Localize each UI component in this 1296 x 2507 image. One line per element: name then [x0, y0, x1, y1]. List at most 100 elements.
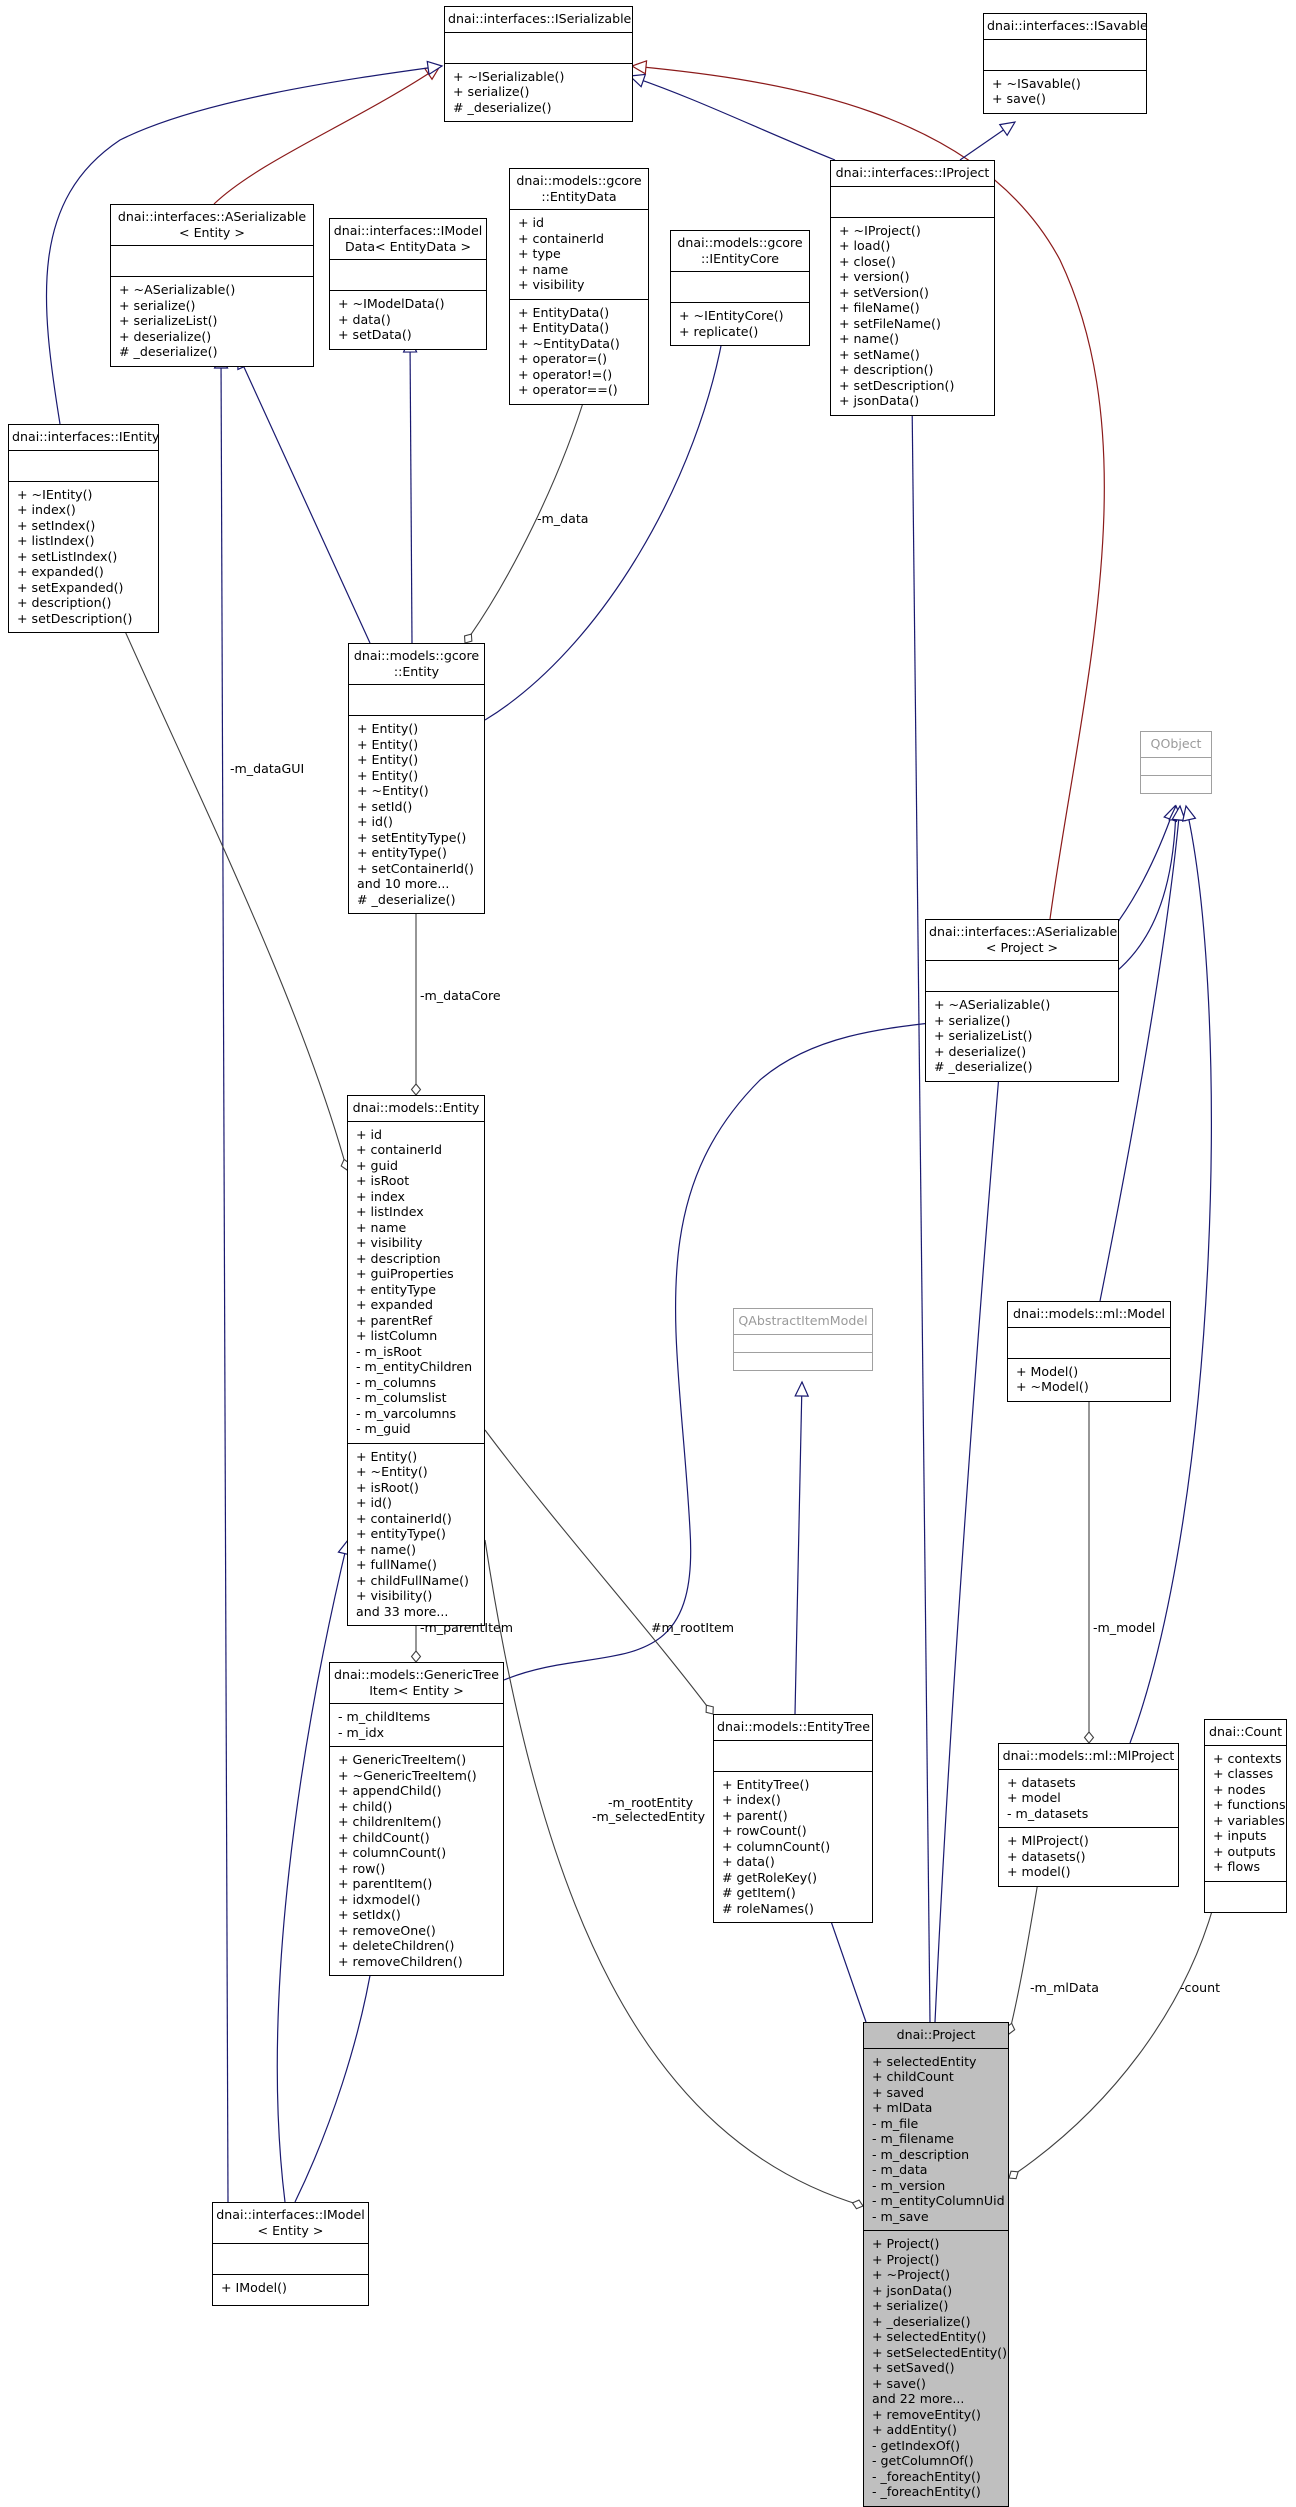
member-attribute: + listIndex: [356, 1204, 424, 1219]
class-title-line: < Project >: [985, 939, 1059, 955]
edge-iproject-to-isavable-head: [998, 121, 1017, 137]
member-method: + columnCount(): [338, 1845, 447, 1860]
edge-gcore-entity-to-aserializable-entity: [237, 353, 371, 644]
class-qabstractitemmodel[interactable]: QAbstractItemModel: [733, 1308, 873, 1371]
attribute-section: [9, 449, 158, 481]
member-method: + setId(): [357, 798, 413, 814]
member-method: + data(): [722, 1854, 775, 1869]
class-gcore-entitydata[interactable]: dnai::models::gcore::EntityData+ id+ con…: [509, 168, 649, 405]
edge-ml-model-to-qobject: [1099, 805, 1181, 1302]
class-title: dnai::interfaces::ASerializable< Entity …: [111, 205, 313, 245]
class-title-line: dnai::interfaces::IEntity: [12, 429, 160, 444]
method-section: + ~IProject()+ load()+ close()+ version(…: [831, 216, 994, 415]
member-method: + Entity(): [357, 767, 419, 783]
class-gcore-entity[interactable]: dnai::models::gcore::Entity+ Entity()+ E…: [348, 643, 485, 914]
member-attribute: - m_datasets: [1007, 1805, 1089, 1821]
member-method: + ~ASerializable(): [934, 997, 1051, 1012]
member-attribute: + contexts: [1213, 1750, 1282, 1766]
attribute-section: [984, 38, 1146, 70]
class-title-line: dnai::Count: [1208, 1724, 1283, 1739]
attribute-section: [349, 684, 484, 715]
member-method: + parent(): [722, 1807, 788, 1823]
method-section: + EntityData()+ EntityData()+ ~EntityDat…: [510, 298, 648, 404]
edge-label-m-data: -m_data: [537, 511, 589, 526]
class-entitytree[interactable]: dnai::models::EntityTree+ EntityTree()+ …: [713, 1714, 873, 1923]
class-title: dnai::Count: [1205, 1720, 1286, 1745]
member-method: + ~ISerializable(): [453, 68, 565, 84]
member-method: + serialize(): [934, 1012, 1011, 1028]
class-aserializable-entity[interactable]: dnai::interfaces::ASerializable< Entity …: [110, 204, 314, 367]
member-method: # _deserialize(): [934, 1059, 1033, 1074]
method-section: [1141, 774, 1211, 793]
edge-models-entity-to-entitytree-diamond: [705, 1704, 714, 1715]
member-method: + serialize(): [119, 297, 196, 313]
class-count[interactable]: dnai::Count+ contexts+ classes+ nodes+ f…: [1204, 1719, 1287, 1913]
member-method: + setVersion(): [839, 284, 929, 300]
member-method: + ~GenericTreeItem(): [338, 1767, 477, 1783]
class-title-line: dnai::interfaces::ASerializable: [117, 209, 307, 224]
class-project[interactable]: dnai::Project+ selectedEntity+ childCoun…: [863, 2022, 1009, 2507]
member-attribute: - m_version: [872, 2177, 946, 2193]
member-method: + deleteChildren(): [338, 1938, 455, 1953]
member-attribute: + visibility: [518, 277, 585, 292]
class-qobject[interactable]: QObject: [1140, 731, 1212, 794]
member-attribute: + containerId: [518, 230, 604, 246]
edge-ientity-to-models-entity: [119, 619, 348, 1171]
edge-gcore-entity-to-ientitycore: [484, 323, 726, 721]
member-attribute: - m_file: [872, 2115, 919, 2131]
member-method: + setIndex(): [17, 517, 96, 533]
member-method: + Model(): [1016, 1363, 1079, 1379]
edge-label-m-mldata: -m_mlData: [1030, 1980, 1099, 1995]
class-iproject[interactable]: dnai::interfaces::IProject+ ~IProject()+…: [830, 160, 995, 416]
edge-project-to-entitytree: [824, 1903, 867, 2023]
class-isavable[interactable]: dnai::interfaces::ISavable+ ~ISavable()+…: [983, 13, 1148, 114]
member-method: + expanded(): [17, 564, 104, 579]
class-mlproject[interactable]: dnai::models::ml::MlProject+ datasets+ m…: [998, 1743, 1179, 1887]
class-imodel[interactable]: dnai::interfaces::IModel< Entity >+ IMod…: [212, 2202, 369, 2306]
member-method: + jsonData(): [839, 393, 920, 408]
class-title: dnai::models::EntityTree: [714, 1715, 872, 1740]
member-method: + operator==(): [518, 382, 618, 397]
class-title-line: dnai::models::Entity: [352, 1100, 480, 1115]
class-title: dnai::models::Entity: [348, 1096, 484, 1121]
member-method: # roleNames(): [722, 1900, 814, 1916]
class-title-line: dnai::models::GenericTree: [333, 1667, 499, 1682]
class-title-line: dnai::Project: [896, 2027, 976, 2042]
class-title-line: < Entity >: [179, 224, 245, 240]
member-method: + setIdx(): [338, 1907, 401, 1922]
member-attribute: + isRoot: [356, 1173, 410, 1188]
class-ientity[interactable]: dnai::interfaces::IEntity+ ~IEntity()+ i…: [8, 424, 159, 633]
member-method: + deserialize(): [934, 1043, 1027, 1059]
class-models-entity[interactable]: dnai::models::Entity+ id+ containerId+ g…: [347, 1095, 485, 1626]
class-gcore-ientitycore[interactable]: dnai::models::gcore::IEntityCore+ ~IEnti…: [670, 230, 810, 346]
edge-ientity-to-iserializable: [45, 65, 443, 425]
member-method: + isRoot(): [356, 1479, 419, 1495]
class-title-line: dnai::interfaces::IModel: [333, 223, 483, 238]
class-iserializable[interactable]: dnai::interfaces::ISerializable+ ~ISeria…: [444, 6, 633, 122]
member-attribute: - m_entityColumnUid: [872, 2193, 1005, 2208]
edge-mlproject-to-qobject: [1129, 805, 1212, 1744]
attribute-section: [831, 185, 994, 217]
class-aserializable-project[interactable]: dnai::interfaces::ASerializable< Project…: [925, 919, 1119, 1082]
class-title: dnai::interfaces::ISavable: [984, 14, 1148, 39]
member-attribute: + outputs: [1213, 1843, 1276, 1859]
edge-label-m-parentitem: -m_parentItem: [420, 1620, 514, 1635]
member-attribute: + datasets: [1007, 1774, 1076, 1790]
method-section: + Project()+ Project()+ ~Project()+ json…: [864, 2230, 1008, 2506]
member-method: - getIndexOf(): [872, 2437, 961, 2453]
member-attribute: + id: [518, 215, 545, 230]
attribute-section: [445, 31, 632, 63]
class-title: dnai::models::gcore::Entity: [349, 644, 484, 684]
member-method: + model(): [1007, 1864, 1071, 1879]
method-section: + ~ISavable()+ save(): [984, 69, 1146, 113]
member-method: + id(): [356, 1495, 392, 1510]
class-ml-model[interactable]: dnai::models::ml::Model+ Model()+ ~Model…: [1007, 1301, 1171, 1402]
class-title-line: dnai::models::ml::Model: [1012, 1306, 1165, 1321]
member-method: + serializeList(): [934, 1028, 1033, 1043]
member-method: + name(): [839, 331, 900, 346]
member-method: + IModel(): [221, 2280, 287, 2295]
member-method: + setDescription(): [17, 610, 133, 626]
